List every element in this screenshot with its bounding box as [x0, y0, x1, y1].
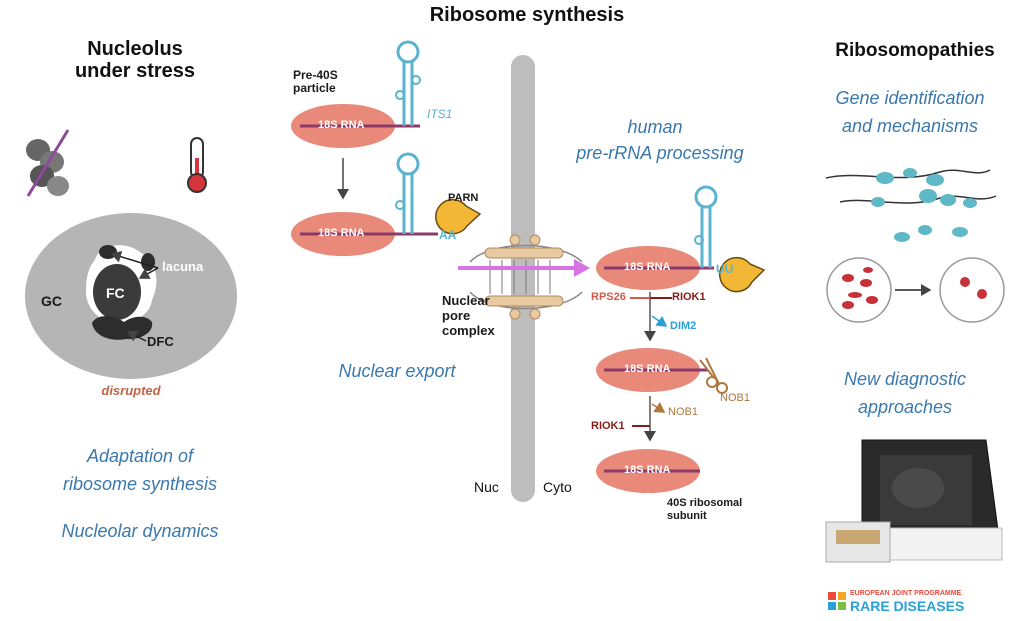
npc-line2: pore — [442, 308, 471, 323]
parn-icon — [435, 199, 482, 235]
pre40s-line1: Pre-40S — [293, 68, 338, 82]
rna-label-5: 18S RNA — [624, 464, 671, 476]
nuclear-pore-complex — [458, 234, 590, 320]
scissors-icon — [699, 357, 728, 394]
dfc-label: DFC — [147, 334, 174, 349]
thermometer-icon — [187, 137, 207, 193]
pre40s-aa-particle — [291, 152, 438, 256]
pre40s-particle — [291, 40, 421, 148]
cyto-particle-uu — [596, 185, 718, 290]
disrupted-label: disrupted — [101, 383, 161, 398]
gene-protein-chain-icon — [825, 168, 997, 242]
pre40s-line2: particle — [293, 81, 336, 95]
nuclear-export: Nuclear export — [338, 361, 456, 381]
rna-label-3: 18S RNA — [624, 261, 671, 273]
its1-label: ITS1 — [427, 107, 453, 121]
sequencer-device-icon — [825, 439, 1003, 563]
left-heading-line1: Nucleolus — [87, 38, 183, 60]
mature-40s-particle — [596, 449, 700, 493]
diag-line1: New diagnostic — [843, 369, 967, 389]
npc-line1: Nuclear — [442, 293, 490, 308]
fc-label: FC — [106, 285, 125, 301]
chromatin-icon — [26, 129, 70, 197]
rna-label-4: 18S RNA — [624, 363, 671, 375]
human-label: human — [627, 117, 683, 137]
diag-line2: approaches — [857, 397, 953, 417]
subunit-line1: 40S ribosomal — [667, 497, 743, 509]
nuc-label: Nuc — [474, 479, 499, 495]
nob1-label-1: NOB1 — [720, 392, 750, 404]
gene-line2: and mechanisms — [841, 116, 979, 136]
parn-cyto-icon — [719, 256, 766, 293]
adaptation-line1: Adaptation of — [86, 446, 194, 466]
diagram-title: Ribosome synthesis — [429, 4, 625, 26]
nucleolus-cell — [25, 213, 237, 379]
dim2-label: DIM2 — [670, 320, 697, 332]
riok1-label-1: RIOK1 — [672, 291, 706, 303]
npc-line3: complex — [442, 323, 495, 338]
blood-cells-icon — [826, 257, 1005, 323]
rna-label-2: 18S RNA — [318, 227, 365, 239]
rps26-label: RPS26 — [591, 291, 626, 303]
cyto-label: Cyto — [543, 479, 572, 495]
rna-label-1: 18S RNA — [318, 119, 365, 131]
gene-line1: Gene identification — [835, 88, 985, 108]
subunit-line2: subunit — [667, 510, 707, 522]
cyto-particle-2 — [596, 348, 708, 392]
nob1-label-2: NOB1 — [668, 406, 698, 418]
parn-label: PARN — [448, 192, 479, 204]
left-heading-line2: under stress — [74, 60, 196, 82]
uu-label: UU — [716, 262, 734, 276]
riok1-label-2: RIOK1 — [591, 420, 625, 432]
logo-line2: RARE DISEASES — [850, 598, 965, 614]
nuclear-membrane — [511, 55, 535, 502]
gc-label: GC — [41, 293, 62, 309]
lacuna-label: lacuna — [162, 259, 204, 274]
adaptation-line2: ribosome synthesis — [62, 474, 218, 494]
logo-line1: EUROPEAN JOINT PROGRAMME — [850, 590, 962, 597]
right-heading: Ribosomopathies — [835, 40, 995, 61]
processing-label: pre-rRNA processing — [576, 143, 744, 163]
aa-label: AA — [439, 228, 457, 242]
nucleolar-dynamics: Nucleolar dynamics — [61, 521, 219, 541]
ejp-rd-logo — [828, 592, 846, 610]
